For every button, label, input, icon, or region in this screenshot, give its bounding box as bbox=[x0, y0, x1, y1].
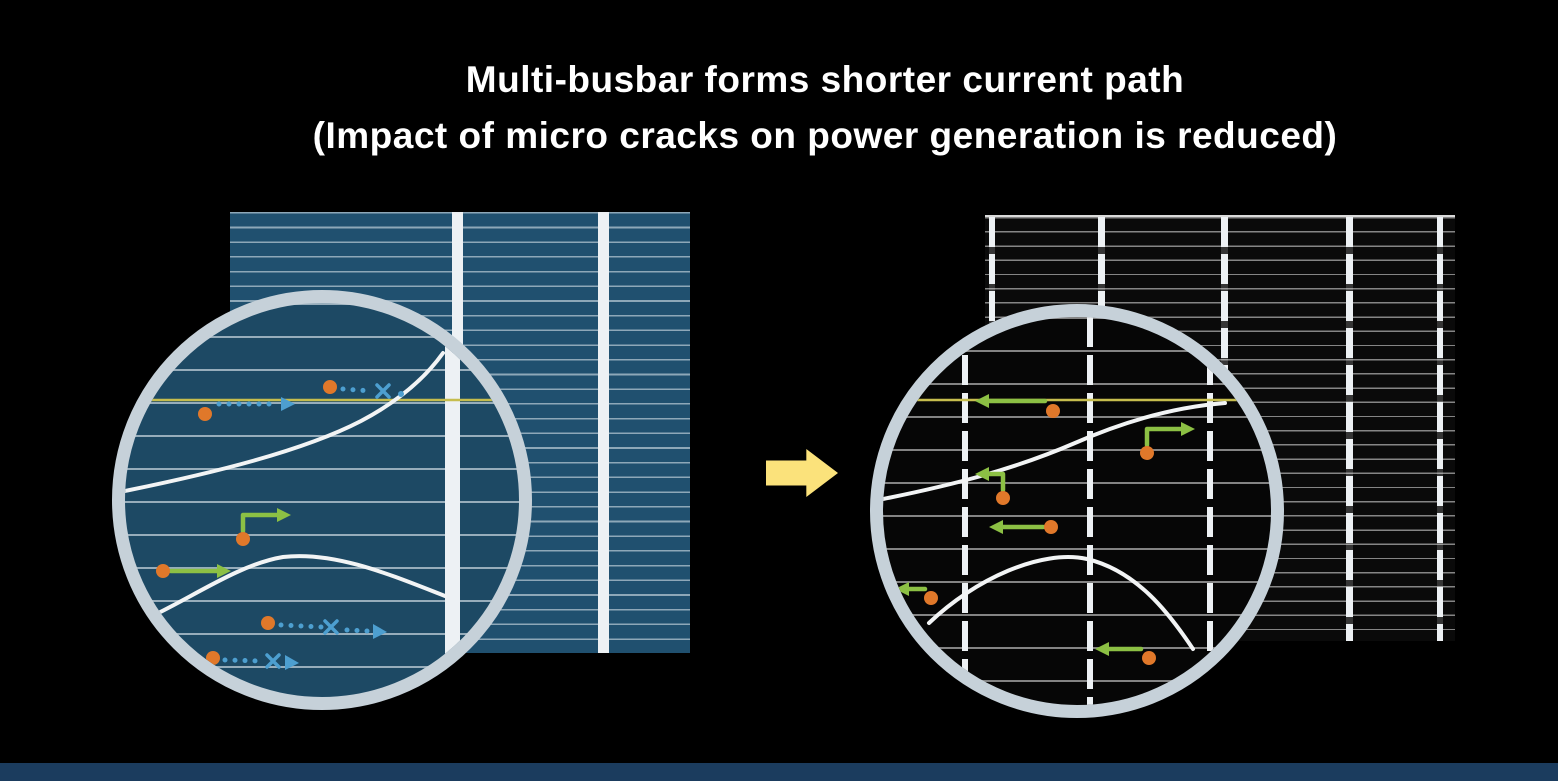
micro-crack-upper bbox=[883, 401, 1227, 501]
blocked-current-path-icon bbox=[206, 651, 299, 670]
title-line-2: (Impact of micro cracks on power generat… bbox=[312, 114, 1338, 156]
electron-dot bbox=[1140, 446, 1154, 460]
bottom-edge-band bbox=[0, 763, 1558, 781]
electron-dot bbox=[156, 564, 170, 578]
electron-dot bbox=[924, 591, 938, 605]
current-path-arrow-icon bbox=[975, 467, 1010, 505]
electron-dot bbox=[1046, 404, 1060, 418]
busbar bbox=[1346, 217, 1353, 641]
electron-dot bbox=[206, 651, 220, 665]
electron-dot bbox=[198, 407, 212, 421]
electron-dot bbox=[323, 380, 337, 394]
current-path-arrow-icon bbox=[1140, 422, 1195, 460]
micro-crack-lower bbox=[927, 555, 1195, 651]
multi-busbar-magnifier bbox=[870, 304, 1284, 718]
blocked-current-path-icon bbox=[261, 616, 387, 639]
blocked-current-path-icon bbox=[198, 397, 295, 421]
current-path-arrow-icon bbox=[895, 582, 938, 605]
arrow-right-icon bbox=[766, 449, 838, 497]
busbar bbox=[598, 212, 609, 653]
multi-busbar-magnifier-graphics bbox=[883, 317, 1271, 705]
electron-dot bbox=[236, 532, 250, 546]
conventional-magnifier-graphics bbox=[125, 303, 519, 697]
blocked-x-icon bbox=[265, 653, 281, 669]
title-line-1: Multi-busbar forms shorter current path bbox=[465, 59, 1185, 100]
busbar bbox=[1437, 217, 1443, 641]
electron-dot bbox=[996, 491, 1010, 505]
current-path-arrow-icon bbox=[989, 520, 1058, 534]
conventional-magnifier bbox=[112, 290, 532, 710]
electron-dot bbox=[1044, 520, 1058, 534]
electron-dot bbox=[261, 616, 275, 630]
magnified-busbar bbox=[445, 303, 460, 697]
micro-crack-lower bbox=[131, 554, 447, 627]
current-path-arrow-icon bbox=[156, 564, 231, 578]
electron-dot bbox=[1142, 651, 1156, 665]
blocked-x-icon bbox=[375, 383, 391, 399]
blocked-current-path-icon bbox=[323, 380, 404, 399]
micro-crack-upper bbox=[125, 351, 445, 493]
current-path-arrow-icon bbox=[975, 394, 1060, 418]
current-path-arrow-icon bbox=[236, 508, 291, 546]
current-path-arrow-icon bbox=[1095, 642, 1156, 665]
blocked-x-icon bbox=[323, 619, 339, 635]
diagram-title: Multi-busbar forms shorter current path … bbox=[92, 52, 1558, 163]
